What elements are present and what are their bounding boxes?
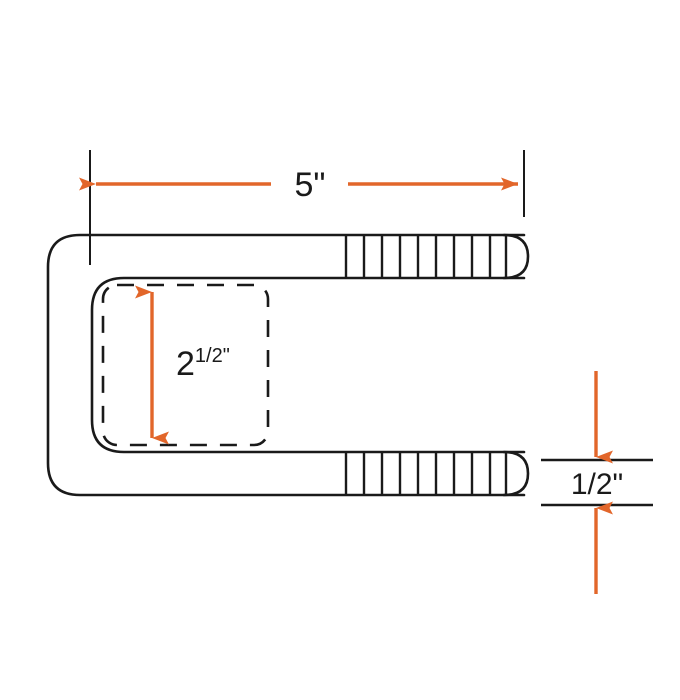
- thickness-value-fraction: 1/2: [571, 468, 613, 501]
- length-inch-mark: ": [313, 166, 325, 204]
- bottom-leg-threads: [344, 452, 508, 495]
- width-value-fraction: 1/2: [195, 345, 223, 367]
- bottom-leg-end-cap: [502, 450, 530, 497]
- u-bolt-outer-profile: [46, 233, 526, 497]
- top-leg-threads: [344, 235, 508, 278]
- length-value: 5: [295, 166, 314, 204]
- width-value-whole: 2: [176, 345, 195, 383]
- thickness-inch-mark: ": [613, 468, 624, 501]
- width-dimension: 21/2": [135, 285, 230, 445]
- thickness-dimension-label: 1/2": [571, 468, 623, 501]
- thickness-dimension: 1/2": [541, 371, 653, 594]
- top-leg-end-cap: [502, 233, 530, 280]
- width-dimension-label: 21/2": [176, 345, 230, 383]
- length-dimension: 5": [79, 150, 525, 265]
- u-bolt-body: [46, 233, 530, 497]
- inside-opening-dashed-outline: [101, 283, 270, 447]
- length-dimension-label: 5": [295, 166, 326, 204]
- width-inch-mark: ": [223, 345, 230, 367]
- u-bolt-inner-profile: [90, 276, 526, 454]
